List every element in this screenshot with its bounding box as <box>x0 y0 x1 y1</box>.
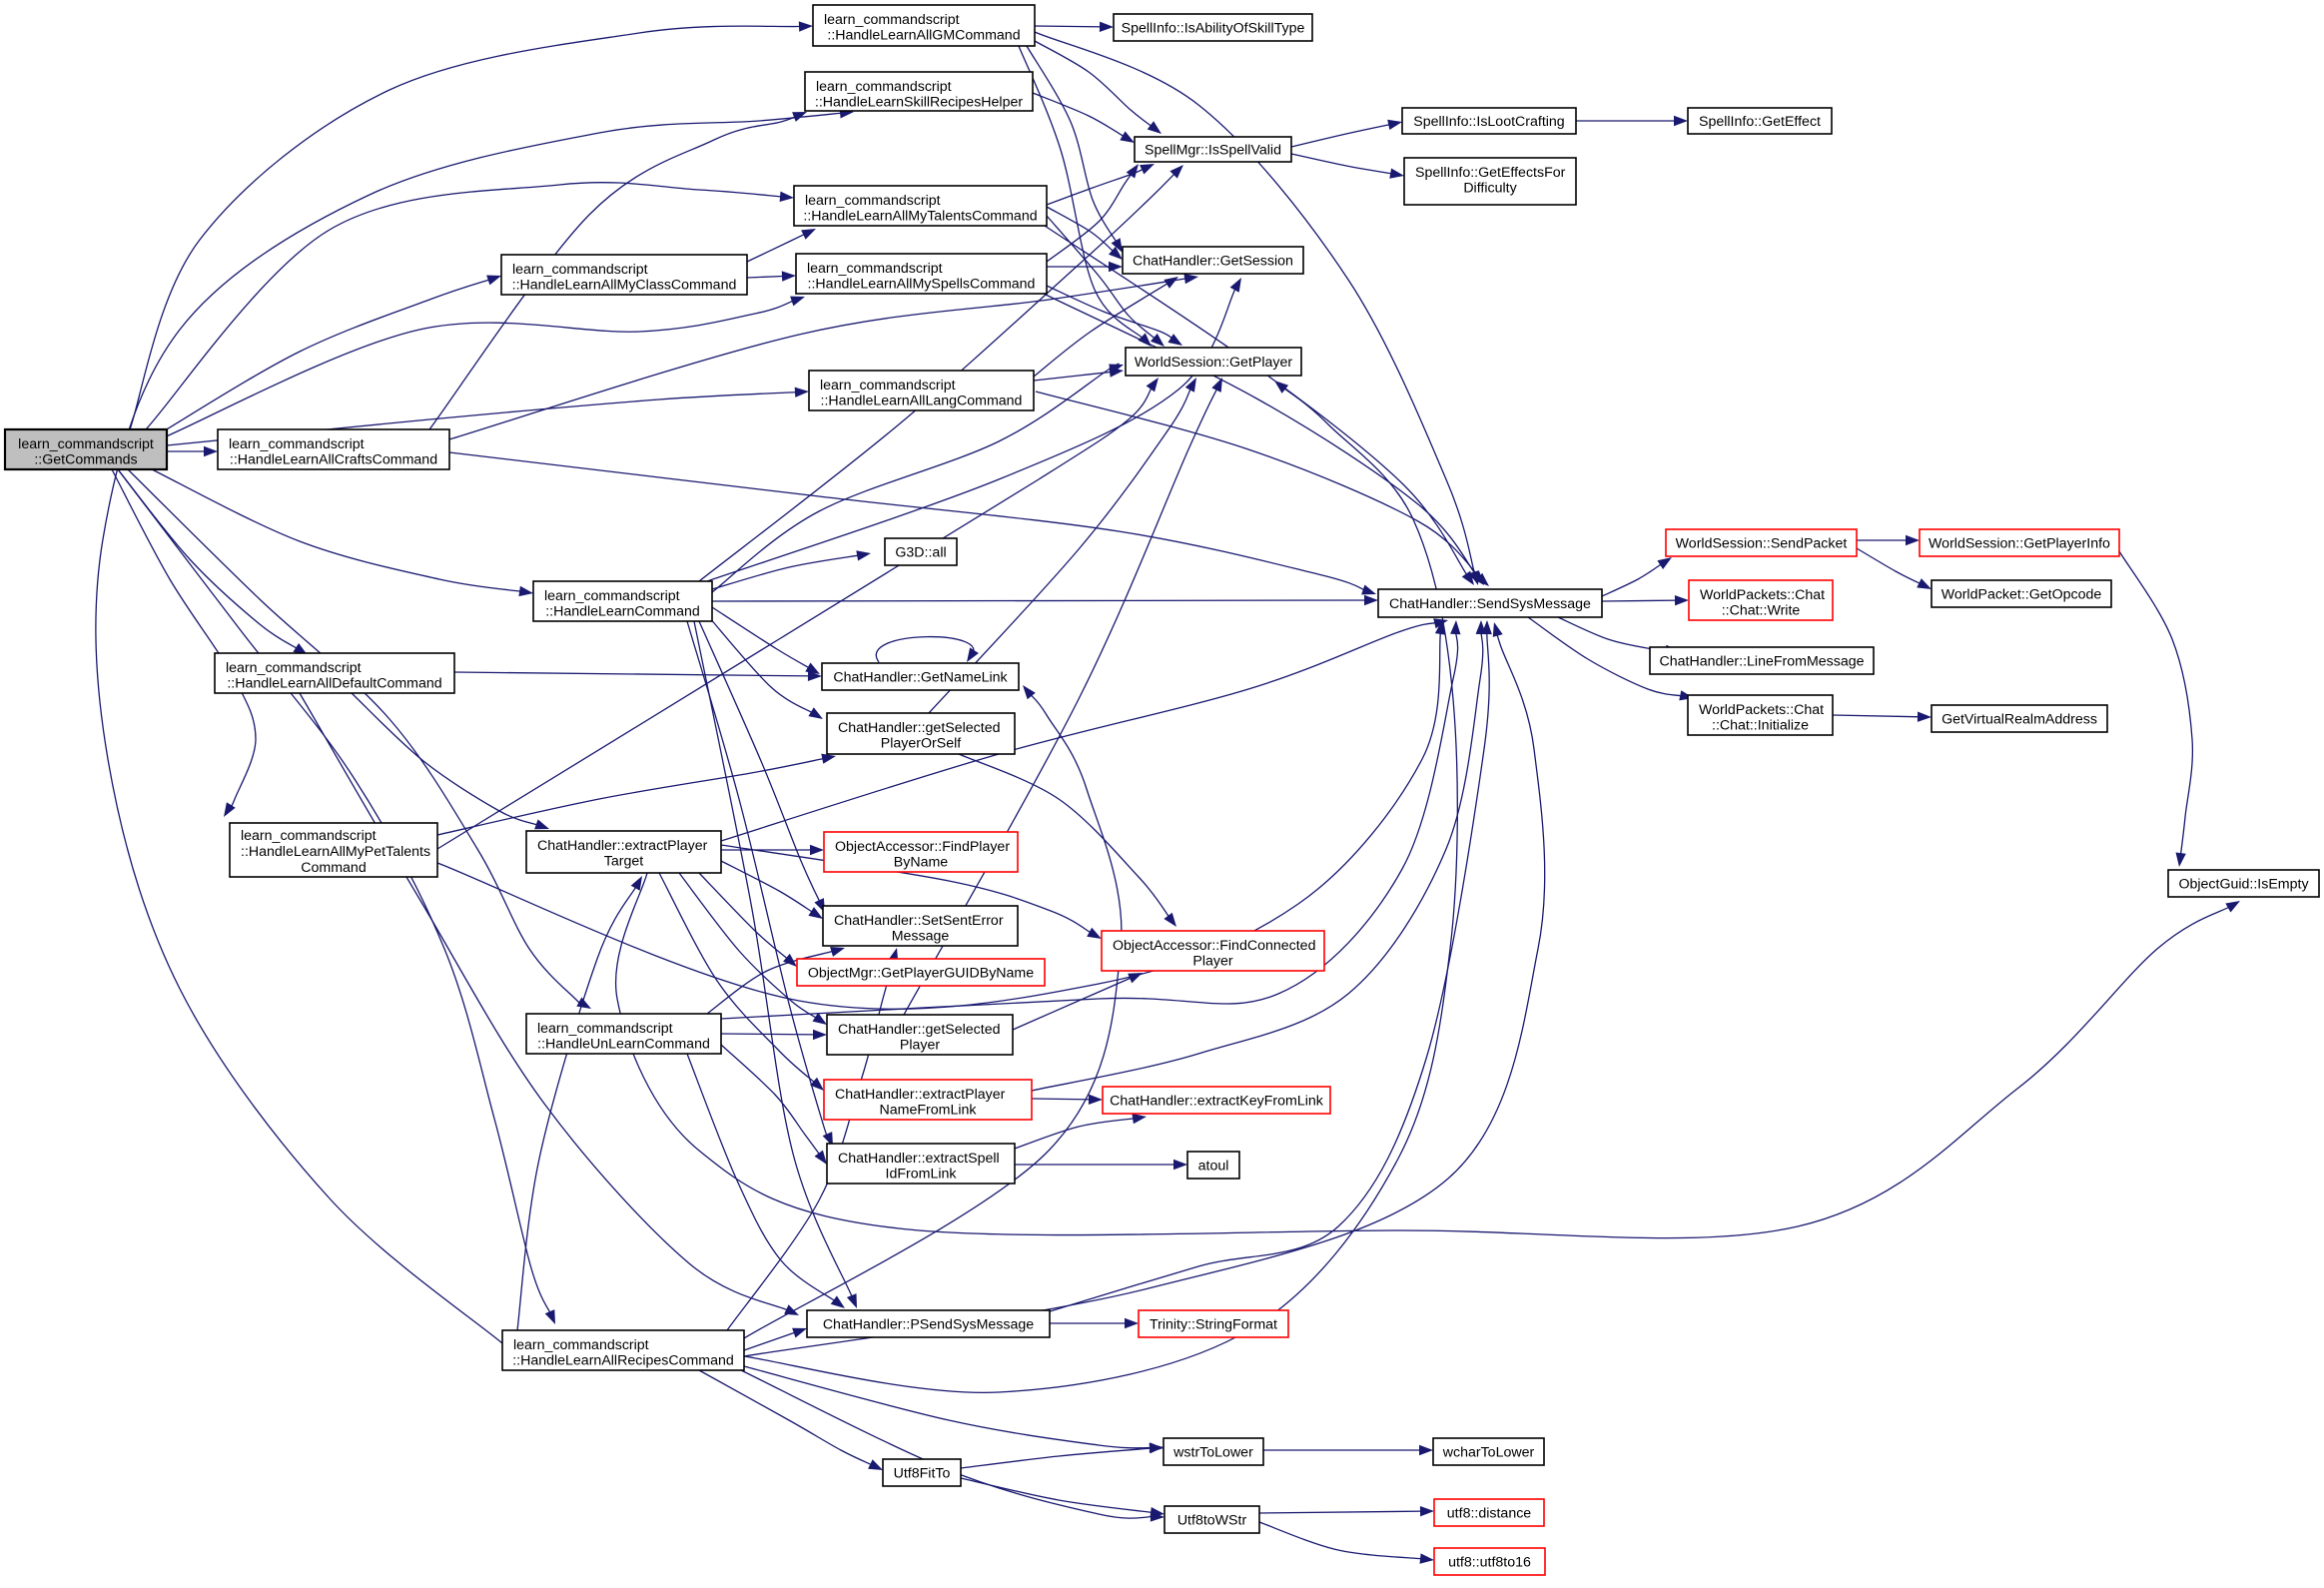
svg-text:ChatHandler::extractPlayer: ChatHandler::extractPlayer <box>835 1087 1006 1103</box>
svg-text:learn_commandscript: learn_commandscript <box>820 378 956 394</box>
svg-text:WorldPacket::GetOpcode: WorldPacket::GetOpcode <box>1941 587 2102 603</box>
svg-text:ChatHandler::PSendSysMessage: ChatHandler::PSendSysMessage <box>823 1317 1034 1333</box>
svg-text:ObjectAccessor::FindPlayer: ObjectAccessor::FindPlayer <box>835 839 1010 855</box>
svg-text:::HandleLearnCommand: ::HandleLearnCommand <box>545 604 700 620</box>
svg-text:Utf8toWStr: Utf8toWStr <box>1177 1513 1247 1529</box>
svg-text:::HandleLearnAllDefaultCommand: ::HandleLearnAllDefaultCommand <box>227 676 441 692</box>
svg-text:ObjectGuid::IsEmpty: ObjectGuid::IsEmpty <box>2178 877 2309 893</box>
svg-text:utf8::utf8to16: utf8::utf8to16 <box>1448 1555 1531 1571</box>
svg-text:::HandleLearnAllMyPetTalents: ::HandleLearnAllMyPetTalents <box>241 844 430 860</box>
svg-text:::HandleLearnAllMyTalentsComma: ::HandleLearnAllMyTalentsCommand <box>803 209 1037 225</box>
svg-text:ChatHandler::SetSentError: ChatHandler::SetSentError <box>834 913 1004 929</box>
svg-text:::HandleUnLearnCommand: ::HandleUnLearnCommand <box>537 1037 710 1053</box>
svg-text:ChatHandler::getSelected: ChatHandler::getSelected <box>838 720 1000 736</box>
svg-text:ObjectAccessor::FindConnected: ObjectAccessor::FindConnected <box>1113 938 1315 954</box>
svg-text:learn_commandscript: learn_commandscript <box>816 79 952 95</box>
svg-text:wcharToLower: wcharToLower <box>1442 1445 1535 1461</box>
svg-text:WorldSession::GetPlayer: WorldSession::GetPlayer <box>1135 355 1293 371</box>
svg-text:atoul: atoul <box>1198 1159 1229 1175</box>
svg-text:NameFromLink: NameFromLink <box>880 1103 978 1119</box>
svg-text:Target: Target <box>604 854 643 870</box>
svg-text:WorldPackets::Chat: WorldPackets::Chat <box>1700 587 1825 603</box>
svg-text:learn_commandscript: learn_commandscript <box>513 1337 649 1353</box>
svg-text:WorldSession::SendPacket: WorldSession::SendPacket <box>1676 536 1848 552</box>
svg-text:Command: Command <box>301 860 366 876</box>
svg-text:::HandleLearnSkillRecipesHelpe: ::HandleLearnSkillRecipesHelper <box>815 95 1023 111</box>
svg-text:Message: Message <box>892 929 950 945</box>
svg-text:::HandleLearnAllMySpellsComman: ::HandleLearnAllMySpellsCommand <box>808 277 1036 293</box>
svg-text:learn_commandscript: learn_commandscript <box>18 436 154 452</box>
svg-text:Difficulty: Difficulty <box>1463 181 1517 197</box>
svg-text:::HandleLearnAllMyClassCommand: ::HandleLearnAllMyClassCommand <box>512 278 737 294</box>
svg-text:wstrToLower: wstrToLower <box>1172 1445 1253 1461</box>
svg-text:ChatHandler::GetNameLink: ChatHandler::GetNameLink <box>833 670 1008 686</box>
svg-text:utf8::distance: utf8::distance <box>1447 1506 1532 1522</box>
svg-text:Player: Player <box>1192 954 1232 970</box>
svg-text:SpellInfo::GetEffect: SpellInfo::GetEffect <box>1699 114 1821 130</box>
svg-text:learn_commandscript: learn_commandscript <box>512 262 648 278</box>
svg-text:IdFromLink: IdFromLink <box>886 1167 958 1183</box>
svg-text:::Chat::Write: ::Chat::Write <box>1722 603 1801 619</box>
svg-text:ChatHandler::SendSysMessage: ChatHandler::SendSysMessage <box>1389 596 1591 612</box>
svg-text:learn_commandscript: learn_commandscript <box>544 588 680 604</box>
svg-text:PlayerOrSelf: PlayerOrSelf <box>881 736 961 752</box>
svg-text:ChatHandler::LineFromMessage: ChatHandler::LineFromMessage <box>1659 654 1864 670</box>
svg-text:GetVirtualRealmAddress: GetVirtualRealmAddress <box>1941 712 2097 728</box>
svg-text:learn_commandscript: learn_commandscript <box>229 436 365 452</box>
svg-text:::HandleLearnAllGMCommand: ::HandleLearnAllGMCommand <box>827 28 1020 44</box>
svg-text:::HandleLearnAllCraftsCommand: ::HandleLearnAllCraftsCommand <box>230 452 437 468</box>
svg-text:::HandleLearnAllLangCommand: ::HandleLearnAllLangCommand <box>821 394 1023 409</box>
svg-text:learn_commandscript: learn_commandscript <box>805 193 941 209</box>
svg-text:::GetCommands: ::GetCommands <box>34 452 137 468</box>
svg-text:::Chat::Initialize: ::Chat::Initialize <box>1712 718 1809 734</box>
svg-text:Trinity::StringFormat: Trinity::StringFormat <box>1150 1317 1277 1333</box>
svg-text:ChatHandler::GetSession: ChatHandler::GetSession <box>1133 254 1293 270</box>
svg-text:ChatHandler::extractKeyFromLin: ChatHandler::extractKeyFromLink <box>1110 1094 1324 1110</box>
svg-text:learn_commandscript: learn_commandscript <box>807 261 943 277</box>
svg-text:SpellMgr::IsSpellValid: SpellMgr::IsSpellValid <box>1145 143 1281 159</box>
svg-text:learn_commandscript: learn_commandscript <box>824 12 960 28</box>
svg-text:SpellInfo::GetEffectsFor: SpellInfo::GetEffectsFor <box>1415 165 1566 181</box>
svg-text:ByName: ByName <box>894 855 949 871</box>
svg-text:WorldPackets::Chat: WorldPackets::Chat <box>1699 702 1824 718</box>
svg-text:learn_commandscript: learn_commandscript <box>241 828 377 844</box>
svg-text:Player: Player <box>900 1038 940 1054</box>
svg-text:learn_commandscript: learn_commandscript <box>537 1021 673 1037</box>
svg-text:ObjectMgr::GetPlayerGUIDByName: ObjectMgr::GetPlayerGUIDByName <box>808 966 1034 982</box>
svg-text:SpellInfo::IsAbilityOfSkillTyp: SpellInfo::IsAbilityOfSkillType <box>1122 21 1305 37</box>
svg-text:ChatHandler::extractSpell: ChatHandler::extractSpell <box>838 1151 1000 1167</box>
svg-text:WorldSession::GetPlayerInfo: WorldSession::GetPlayerInfo <box>1929 536 2110 552</box>
svg-text:Utf8FitTo: Utf8FitTo <box>894 1466 951 1482</box>
svg-text:ChatHandler::getSelected: ChatHandler::getSelected <box>838 1022 1000 1038</box>
svg-text:ChatHandler::extractPlayer: ChatHandler::extractPlayer <box>537 838 708 854</box>
svg-text:::HandleLearnAllRecipesCommand: ::HandleLearnAllRecipesCommand <box>512 1353 734 1369</box>
svg-text:G3D::all: G3D::all <box>895 545 946 561</box>
svg-text:learn_commandscript: learn_commandscript <box>226 660 362 676</box>
svg-text:SpellInfo::IsLootCrafting: SpellInfo::IsLootCrafting <box>1413 114 1564 130</box>
